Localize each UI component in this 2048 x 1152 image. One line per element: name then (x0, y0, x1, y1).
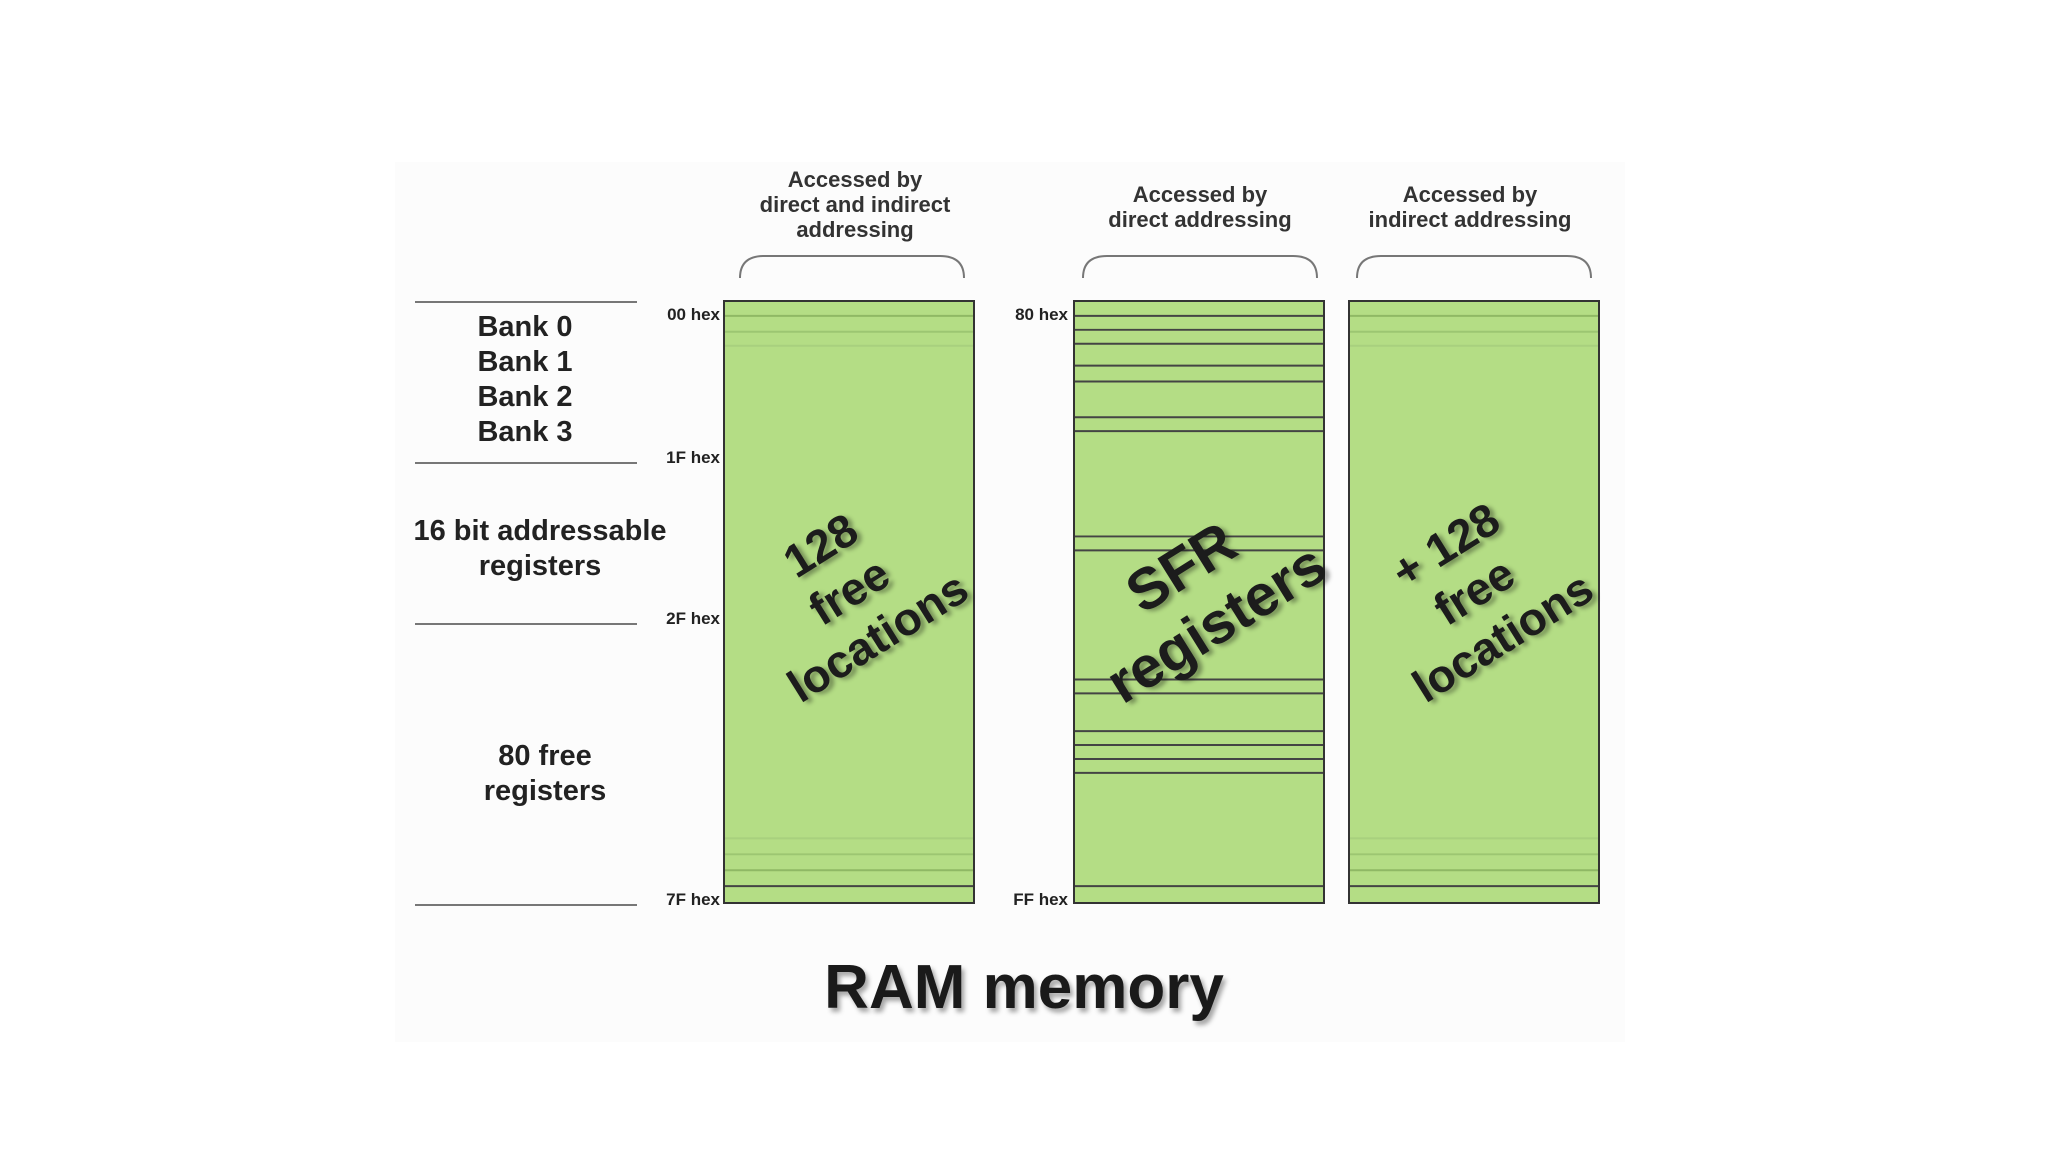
bank-2-label: Bank 2 (477, 381, 573, 413)
upper-ram-column (1348, 300, 1600, 904)
bank-3-label: Bank 3 (477, 416, 573, 448)
label-line: 80 free (498, 740, 592, 772)
lower-ram-lines (725, 314, 973, 888)
sfr-lines (1075, 314, 1323, 888)
address-1f-hex: 1F hex (666, 448, 720, 467)
divider-top (415, 301, 637, 303)
upper-ram-lines (1350, 314, 1598, 888)
header-line: Accessed by (787, 167, 923, 192)
lower-ram-column (723, 300, 975, 904)
address-2f-hex: 2F hex (666, 609, 720, 628)
bank-0-label: Bank 0 (477, 311, 573, 343)
header-line: indirect addressing (1368, 207, 1572, 232)
divider-bottom (415, 904, 637, 906)
label-line: 16 bit addressable (413, 515, 667, 547)
header-direct-indirect: Accessed by direct and indirect addressi… (740, 167, 970, 242)
address-00-hex: 00 hex (667, 305, 720, 324)
diagram-title: RAM memory (824, 953, 1224, 1022)
header-line: Accessed by (1402, 182, 1538, 207)
label-line: registers (478, 550, 602, 582)
header-line: direct addressing (1108, 207, 1292, 232)
free-registers-label: 80 free registers (420, 739, 670, 809)
label-line: registers (483, 775, 607, 807)
address-80-hex: 80 hex (1015, 305, 1068, 324)
header-line: addressing (796, 217, 914, 242)
sfr-column (1073, 300, 1325, 904)
address-7f-hex: 7F hex (666, 890, 720, 909)
header-line: direct and indirect (759, 192, 951, 217)
header-line: Accessed by (1132, 182, 1268, 207)
bit-addressable-label: 16 bit addressable registers (400, 514, 680, 584)
header-direct: Accessed by direct addressing (1080, 182, 1320, 232)
divider-bank-end (415, 462, 637, 464)
bank-1-label: Bank 1 (477, 346, 573, 378)
address-ff-hex: FF hex (1013, 890, 1068, 909)
header-indirect: Accessed by indirect addressing (1350, 182, 1590, 232)
divider-bit-end (415, 623, 637, 625)
bank-list: Bank 0 Bank 1 Bank 2 Bank 3 (415, 310, 635, 450)
